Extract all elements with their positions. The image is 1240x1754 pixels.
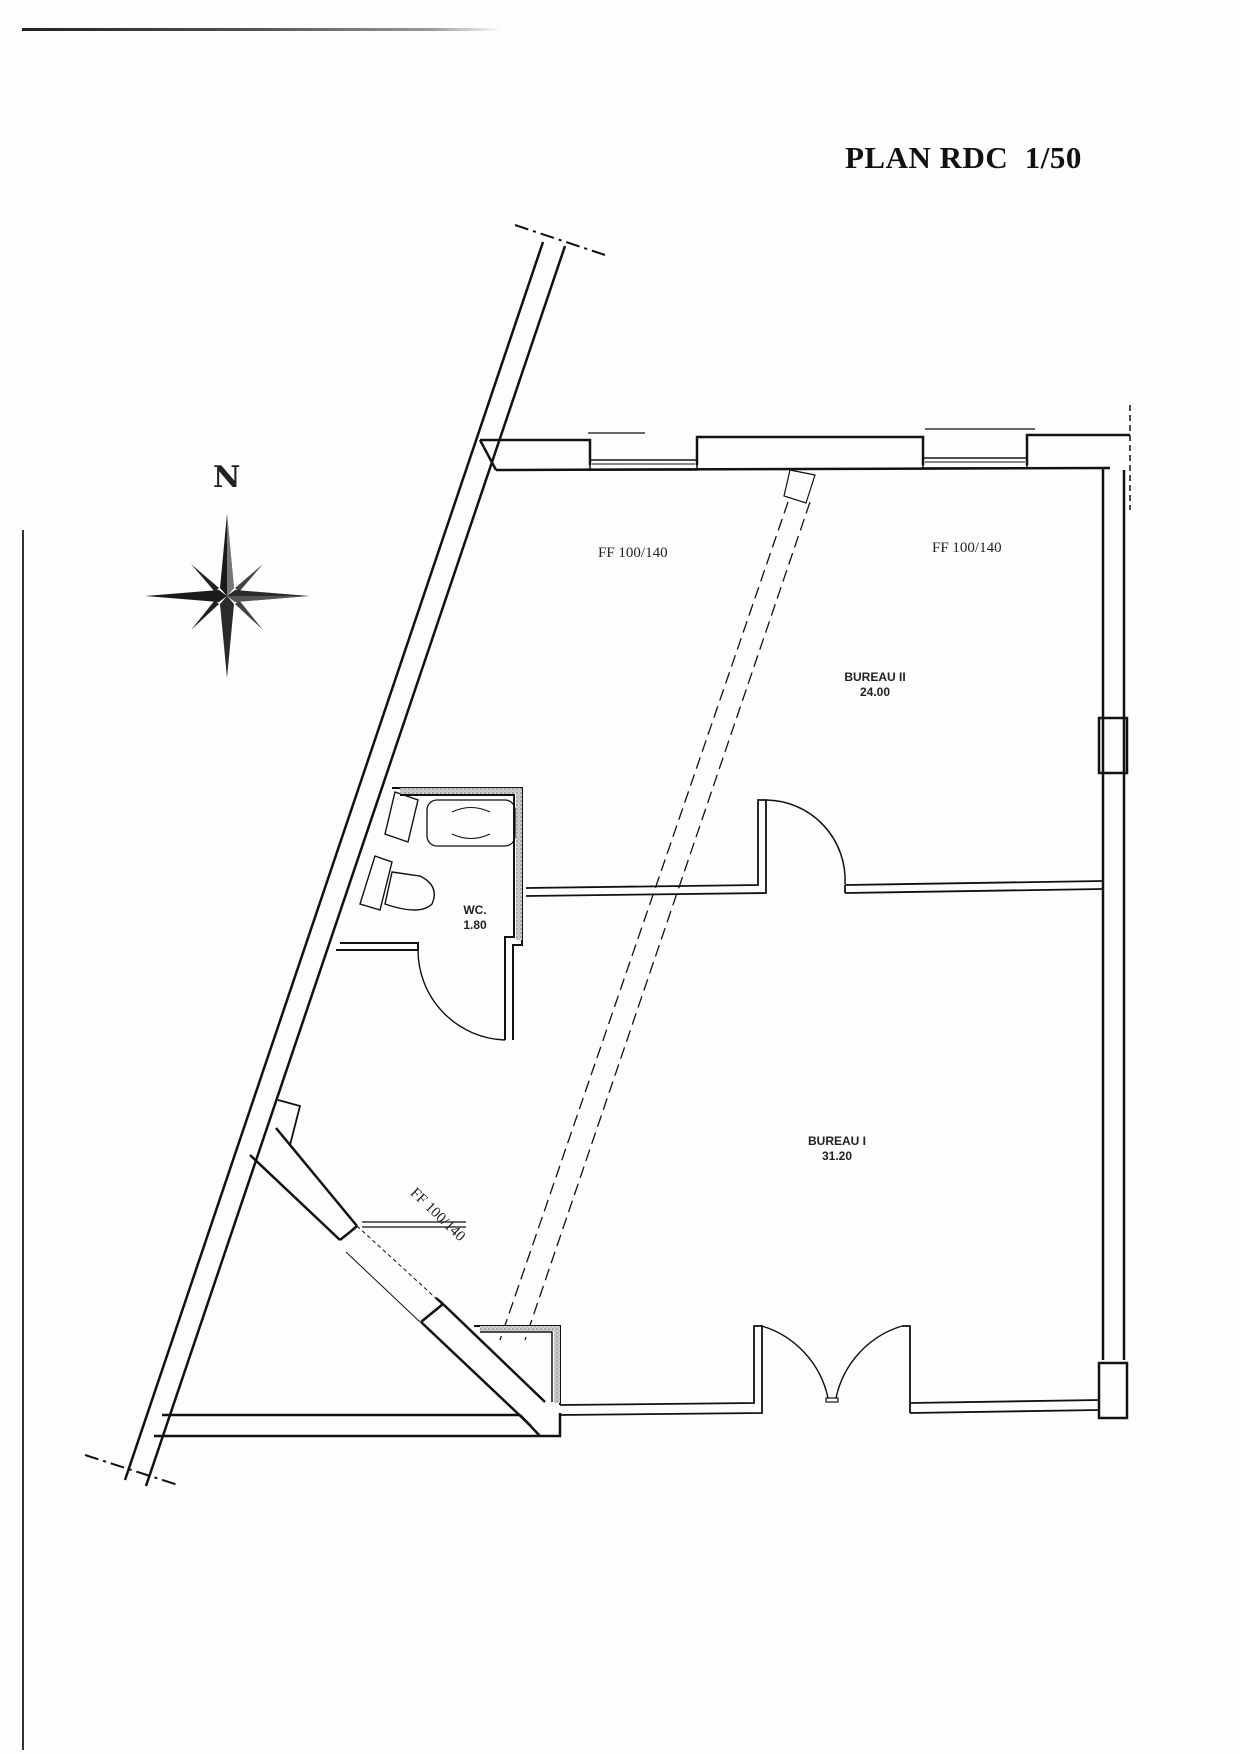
scan-edge-top	[22, 28, 502, 31]
window-label-north-right: FF 100/140	[932, 540, 1002, 556]
compass-rose-icon	[145, 514, 309, 678]
room-name: BUREAU II	[844, 670, 906, 684]
room-label-bureau-1: BUREAU I 31.20	[782, 1134, 892, 1164]
room-area: 1.80	[463, 918, 487, 932]
scan-edge-left	[22, 530, 24, 1750]
room-name: BUREAU I	[807, 1134, 866, 1148]
north-label: N	[213, 460, 241, 495]
west-wall-outer	[123, 241, 545, 1481]
room-area: 24.00	[859, 685, 891, 699]
room-label-wc: WC. 1.80	[450, 903, 500, 933]
window-label-north-left: FF 100/140	[598, 545, 668, 561]
room-label-bureau-2: BUREAU II 24.00	[820, 670, 930, 700]
plan-title: PLAN RDC 1/50	[845, 140, 1082, 175]
room-area: 31.20	[821, 1149, 853, 1163]
west-wall-inner	[144, 245, 567, 1487]
room-name: WC.	[463, 903, 487, 917]
